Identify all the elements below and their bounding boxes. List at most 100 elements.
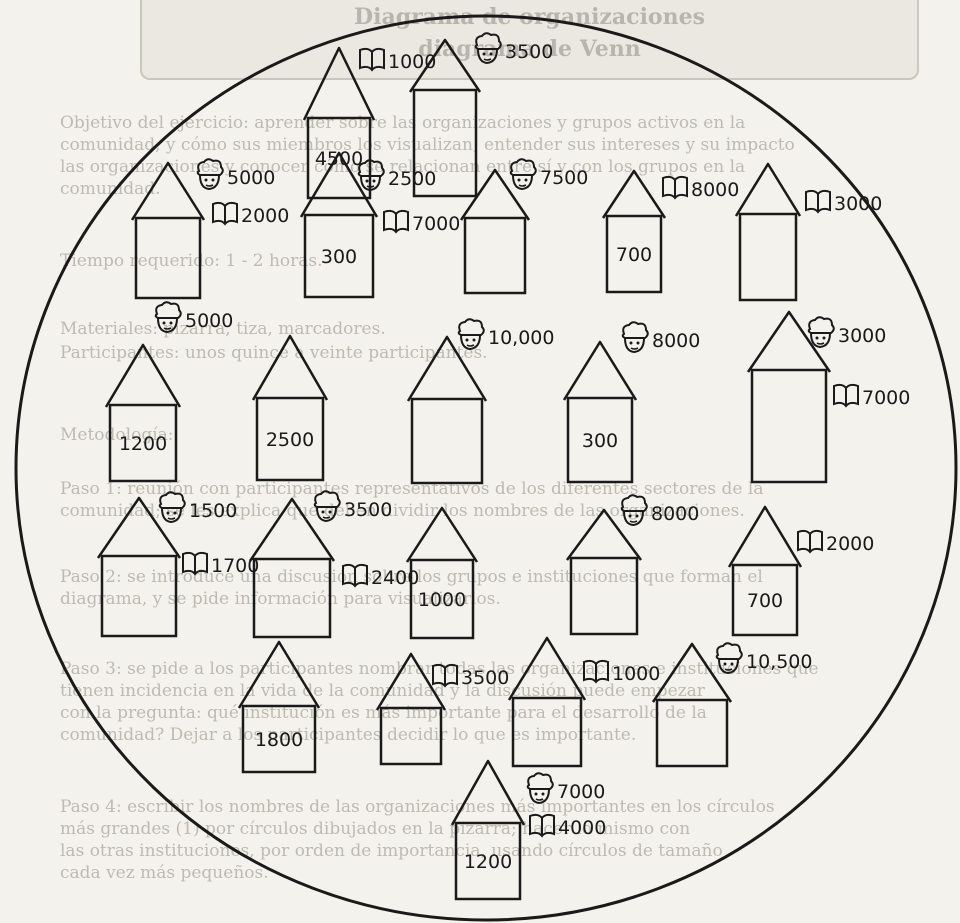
person-face — [161, 507, 182, 524]
person-eye — [166, 511, 170, 515]
person-icon — [621, 321, 649, 354]
person-face — [512, 174, 533, 191]
house-body — [379, 706, 443, 766]
person-face — [529, 788, 550, 805]
person-icon — [158, 491, 186, 524]
person-hat — [154, 301, 182, 319]
house-roof — [651, 642, 733, 703]
person-hat — [474, 32, 502, 50]
house-label: 1200 — [119, 433, 167, 455]
person-icon — [509, 158, 537, 191]
house-body — [100, 554, 178, 638]
house-group: 8000 — [565, 494, 699, 636]
background-title-line2: diagrama de Venn — [418, 36, 641, 62]
person-face — [316, 506, 337, 523]
person-eye — [162, 321, 166, 325]
background-line: diagrama, y se pide información para vis… — [60, 589, 501, 609]
person-eye — [365, 179, 369, 183]
house-body — [410, 397, 484, 485]
book-icon — [432, 663, 458, 688]
house-value: 7000 — [557, 781, 605, 803]
house-roof — [405, 506, 479, 563]
house-label: 700 — [747, 590, 783, 612]
house-value: 1000 — [612, 663, 660, 685]
person-icon — [313, 490, 341, 523]
person-mouth — [816, 342, 825, 345]
community-circle — [14, 14, 958, 922]
person-icon — [154, 301, 182, 334]
person-hat — [158, 491, 186, 509]
house-value: 7000 — [862, 387, 910, 409]
background-line: cada vez más pequeños. — [60, 863, 269, 883]
person-eye — [204, 178, 208, 182]
book-cover — [383, 209, 409, 234]
person-mouth — [535, 798, 544, 801]
house-value: 2500 — [388, 168, 436, 190]
book-icon — [529, 813, 555, 838]
house-label: 1200 — [464, 851, 512, 873]
person-icon — [620, 494, 648, 527]
book-icon — [383, 209, 409, 234]
person-face — [360, 175, 381, 192]
house-body — [303, 213, 375, 299]
house-roof — [251, 334, 329, 401]
house-value: 7000 — [412, 213, 460, 235]
person-icon — [357, 159, 385, 192]
book-cover — [359, 47, 385, 72]
house-roof — [408, 38, 482, 93]
house-roof — [565, 508, 643, 561]
house-group: 10,500 — [651, 642, 812, 768]
background-line: Metodología: — [60, 425, 174, 445]
house-body — [454, 821, 522, 901]
book-cover — [432, 663, 458, 688]
person-hat — [457, 318, 485, 336]
house-value: 8000 — [652, 330, 700, 352]
house-roof — [450, 759, 526, 826]
person-hat — [807, 316, 835, 334]
house-body — [463, 216, 527, 295]
house-value: 10,500 — [746, 651, 812, 673]
house-value: 2000 — [826, 533, 874, 555]
background-line: Materiales: pizarra, tiza, marcadores. — [60, 319, 386, 339]
house-value: 8000 — [651, 503, 699, 525]
person-eye — [517, 178, 521, 182]
house-roof — [130, 161, 206, 221]
book-cover — [342, 563, 368, 588]
house-body — [255, 396, 325, 482]
book-cover — [833, 383, 859, 408]
house-roof — [734, 162, 802, 217]
book-icon — [797, 529, 823, 554]
house-body — [241, 704, 317, 774]
house-body — [409, 558, 475, 640]
house-value: 7500 — [540, 167, 588, 189]
house-roof — [746, 310, 832, 373]
house-body — [605, 214, 663, 294]
house-label: 4500 — [315, 148, 363, 170]
person-eye — [534, 792, 538, 796]
book-icon — [583, 659, 609, 684]
house-value: 1700 — [211, 555, 259, 577]
person-icon — [474, 32, 502, 65]
person-eye — [822, 336, 826, 340]
person-hat — [621, 321, 649, 339]
background-line: comunidad, y cómo sus miembros los visua… — [60, 135, 795, 155]
person-eye — [211, 178, 215, 182]
background-line: Paso 4: escribir los nombres de las orga… — [60, 797, 775, 817]
house-group: 2500 — [251, 334, 329, 482]
person-icon — [807, 316, 835, 349]
person-hat — [357, 159, 385, 177]
person-eye — [321, 510, 325, 514]
book-icon — [342, 563, 368, 588]
person-eye — [173, 511, 177, 515]
house-body — [511, 696, 583, 768]
person-mouth — [322, 516, 331, 519]
book-cover — [805, 189, 831, 214]
person-eye — [628, 514, 632, 518]
house-group: 1800 — [237, 640, 321, 774]
house-body — [655, 698, 729, 768]
